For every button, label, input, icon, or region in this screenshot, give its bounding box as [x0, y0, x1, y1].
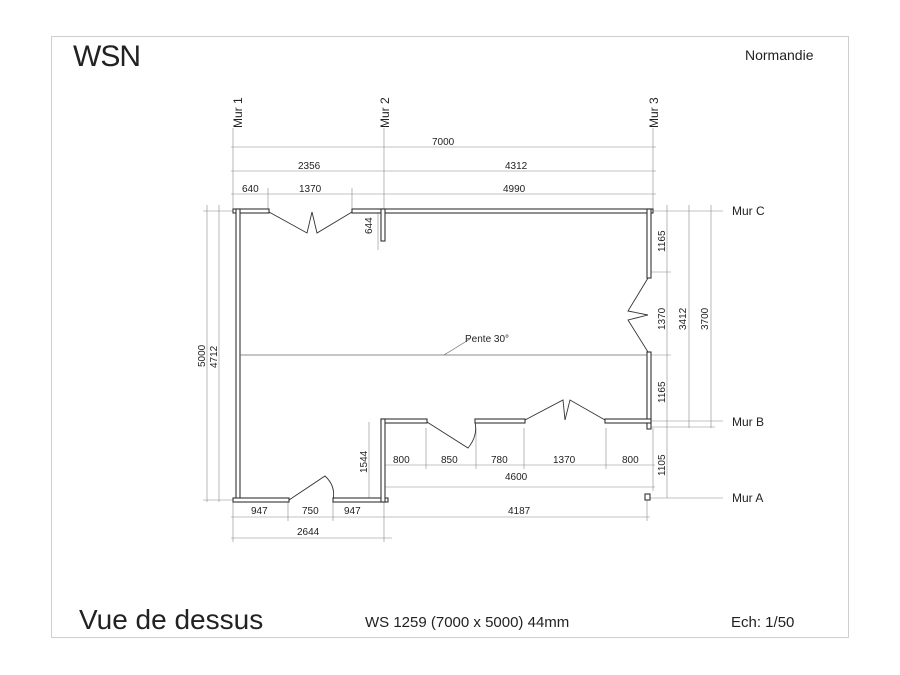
dim-800-b: 800: [622, 455, 639, 466]
dim-4312: 4312: [505, 161, 528, 172]
dim-1165-top: 1165: [657, 230, 668, 252]
dim-644: 644: [364, 217, 375, 234]
dim-5000: 5000: [197, 344, 208, 367]
dim-2356: 2356: [298, 161, 321, 172]
dim-4600: 4600: [505, 472, 528, 483]
doors: [268, 211, 649, 501]
dim-850: 850: [441, 455, 458, 466]
dimension-texts: 7000 2356 4312 640 1370 4990 644 5000 47…: [197, 137, 711, 538]
walls: [232, 208, 654, 503]
dim-3412: 3412: [678, 307, 689, 330]
wall-label-mur1: Mur 1: [231, 97, 245, 128]
dim-1370-top: 1370: [299, 184, 322, 195]
dim-4187: 4187: [508, 506, 531, 517]
wall-label-mur3: Mur 3: [647, 97, 661, 128]
dim-947-a: 947: [251, 506, 268, 517]
view-title: Vue de dessus: [79, 604, 264, 635]
dim-1105: 1105: [657, 454, 668, 476]
dim-1370-mid: 1370: [553, 455, 576, 466]
dim-1544: 1544: [359, 450, 370, 473]
dim-3700: 3700: [700, 307, 711, 330]
dim-4712: 4712: [209, 345, 220, 368]
dim-800-a: 800: [393, 455, 410, 466]
drawing-frame: [51, 36, 849, 638]
dim-1165-bot: 1165: [657, 381, 668, 403]
slope-annotation: Pente 30°: [465, 334, 509, 345]
dim-7000: 7000: [432, 137, 455, 148]
wall-labels: Mur 1 Mur 2 Mur 3 Mur C Mur B Mur A: [231, 97, 765, 505]
dim-750: 750: [302, 506, 319, 517]
dim-2644: 2644: [297, 527, 320, 538]
dim-780: 780: [491, 455, 508, 466]
dimension-lines: [203, 128, 723, 542]
wall-label-murB: Mur B: [732, 415, 764, 429]
dim-1370-right: 1370: [657, 307, 668, 330]
model-label: WS 1259 (7000 x 5000) 44mm: [365, 614, 570, 631]
dim-4990: 4990: [503, 184, 526, 195]
brand-logo: WSN: [73, 40, 141, 73]
region-label: Normandie: [745, 47, 814, 63]
dim-640: 640: [242, 184, 259, 195]
scale-label: Ech: 1/50: [731, 614, 795, 631]
dim-947-b: 947: [344, 506, 361, 517]
wall-label-mur2: Mur 2: [378, 97, 392, 128]
wall-label-murA: Mur A: [732, 491, 763, 505]
wall-label-murC: Mur C: [732, 204, 765, 218]
ridge: [240, 338, 647, 356]
